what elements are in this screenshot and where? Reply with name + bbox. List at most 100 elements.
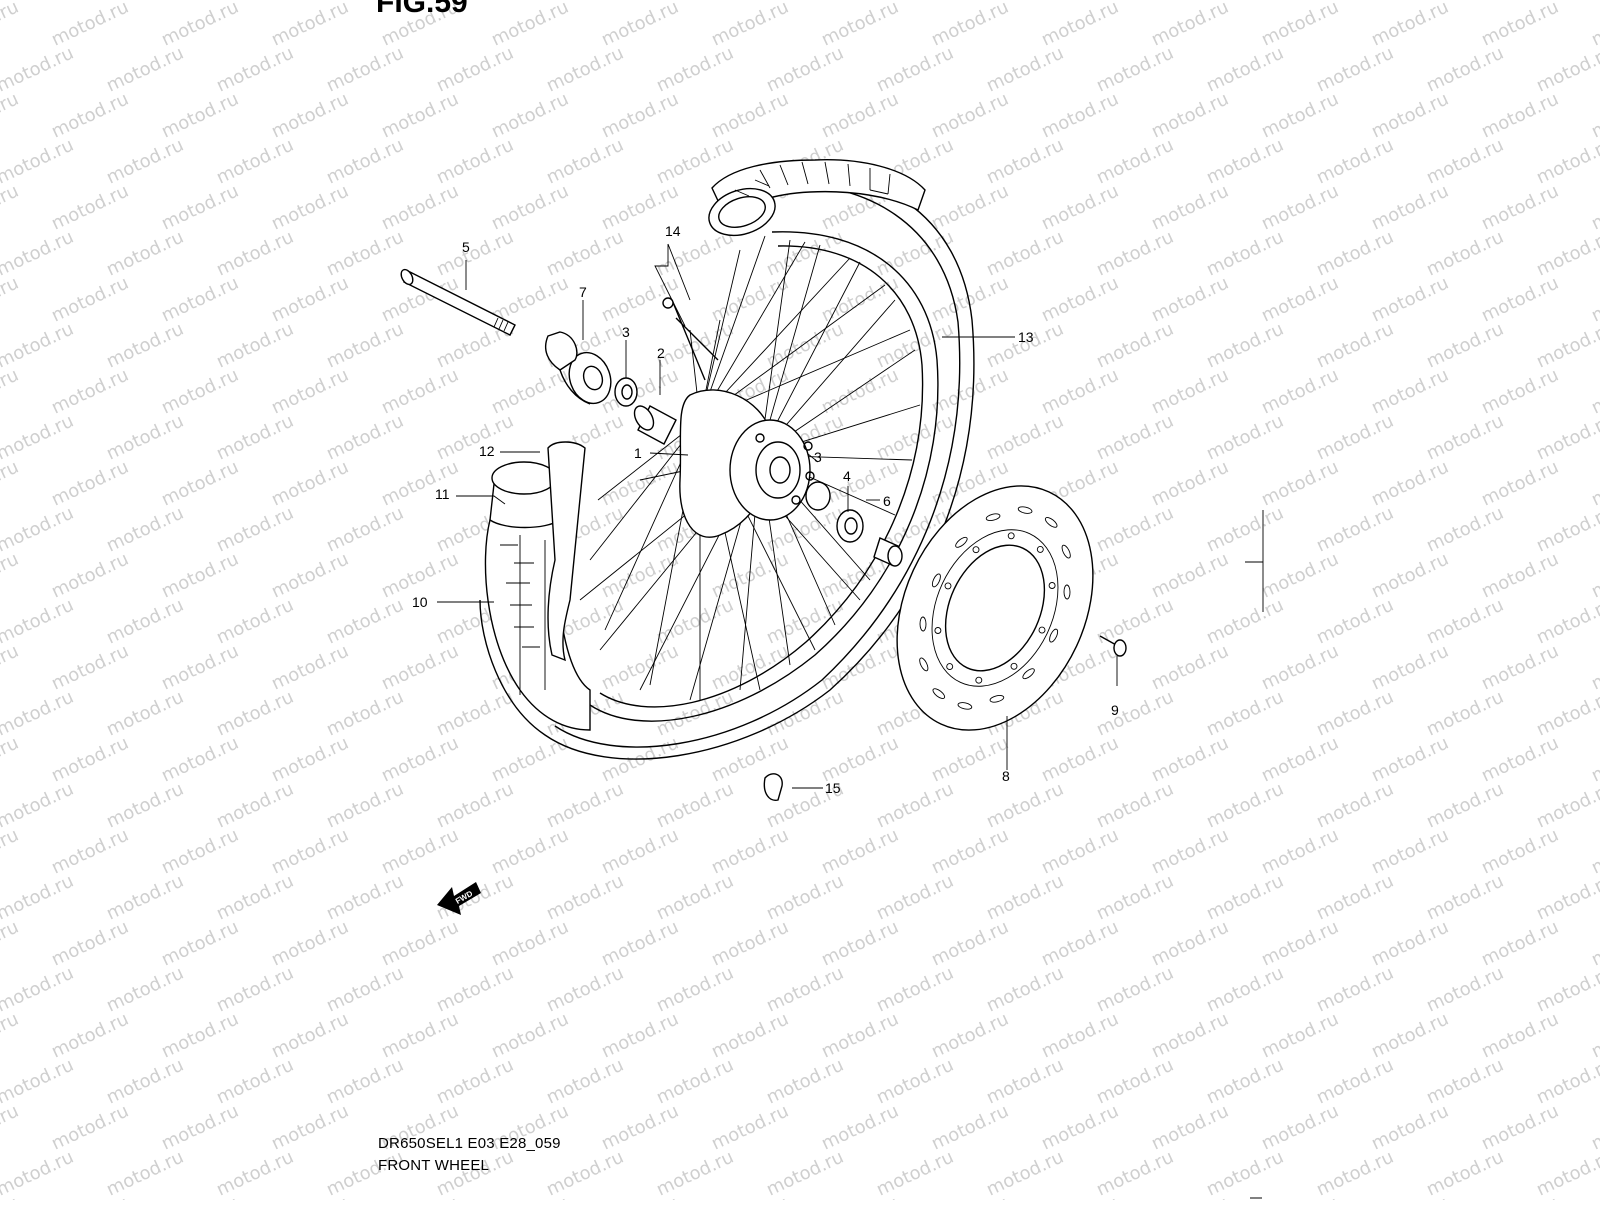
watermark-text: motod.ru — [378, 89, 462, 143]
watermark-text: motod.ru — [983, 135, 1067, 189]
disc-hole — [1036, 545, 1044, 553]
watermark-text: motod.ru — [873, 319, 957, 373]
watermark-text: motod.ru — [103, 595, 187, 649]
watermark-text: motod.ru — [158, 733, 242, 787]
spacer — [633, 405, 677, 445]
watermark-text: motod.ru — [0, 457, 22, 511]
watermark-text: motod.ru — [1203, 871, 1287, 925]
watermark-text: motod.ru — [48, 917, 132, 971]
watermark-text: motod.ru — [598, 457, 682, 511]
watermark-text: motod.ru — [213, 227, 297, 281]
watermark-text: motod.ru — [103, 135, 187, 189]
watermark-text: motod.ru — [48, 1193, 132, 1200]
disc-slot — [1044, 517, 1058, 528]
watermark-text: motod.ru — [433, 963, 517, 1017]
watermark-text: motod.ru — [488, 917, 572, 971]
watermark-text: motod.ru — [1203, 595, 1287, 649]
watermark-text: motod.ru — [543, 135, 627, 189]
watermark-text: motod.ru — [1478, 549, 1562, 603]
watermark-text: motod.ru — [323, 227, 407, 281]
watermark-text: motod.ru — [213, 871, 297, 925]
watermark-text: motod.ru — [928, 1193, 1012, 1200]
watermark-text: motod.ru — [378, 365, 462, 419]
watermark-text: motod.ru — [543, 43, 627, 97]
watermark-text: motod.ru — [873, 1147, 957, 1200]
speedometer-gearbox — [544, 331, 612, 405]
watermark-text: motod.ru — [158, 1193, 242, 1200]
disc-slot — [1061, 544, 1071, 559]
watermark-text: motod.ru — [1423, 43, 1507, 97]
disc-hole — [1010, 662, 1018, 670]
watermark-text: motod.ru — [488, 733, 572, 787]
watermark-text: motod.ru — [598, 0, 682, 51]
watermark-text: motod.ru — [1258, 549, 1342, 603]
watermark-text: motod.ru — [1368, 89, 1452, 143]
watermark-text: motod.ru — [323, 871, 407, 925]
watermark-text: motod.ru — [1203, 1147, 1287, 1200]
watermark-text: motod.ru — [1588, 1101, 1600, 1155]
watermark-text: motod.ru — [0, 917, 22, 971]
watermark-text: motod.ru — [323, 43, 407, 97]
watermark-text: motod.ru — [1368, 1193, 1452, 1200]
watermark-text: motod.ru — [1038, 1009, 1122, 1063]
watermark-text: motod.ru — [598, 1009, 682, 1063]
watermark-text: motod.ru — [983, 963, 1067, 1017]
watermark-text: motod.ru — [0, 89, 22, 143]
figure-title: FIG.59 — [376, 0, 468, 19]
watermark-text: motod.ru — [268, 1009, 352, 1063]
watermark-text: motod.ru — [653, 1147, 737, 1200]
watermark-text: motod.ru — [1148, 273, 1232, 327]
watermark-text: motod.ru — [1478, 641, 1562, 695]
watermark-text: motod.ru — [0, 181, 22, 235]
watermark-text: motod.ru — [1038, 917, 1122, 971]
watermark-text: motod.ru — [1093, 687, 1177, 741]
watermark-text: motod.ru — [653, 963, 737, 1017]
watermark-text: motod.ru — [378, 917, 462, 971]
watermark-text: motod.ru — [1588, 457, 1600, 511]
watermark-text: motod.ru — [1148, 641, 1232, 695]
disc-hole — [1007, 532, 1015, 540]
watermark-text: motod.ru — [928, 181, 1012, 235]
watermark-text: motod.ru — [0, 0, 22, 51]
disc-slot — [919, 657, 929, 672]
watermark-text: motod.ru — [1093, 871, 1177, 925]
wheel-hub — [679, 389, 831, 538]
watermark-text: motod.ru — [378, 457, 462, 511]
watermark-text: motod.ru — [1148, 365, 1232, 419]
watermark-text: motod.ru — [268, 457, 352, 511]
watermark-text: motod.ru — [1148, 1193, 1232, 1200]
watermark-text: motod.ru — [598, 641, 682, 695]
watermark-text: motod.ru — [158, 825, 242, 879]
watermark-text: motod.ru — [763, 595, 847, 649]
watermark-text: motod.ru — [1313, 963, 1397, 1017]
watermark-text: motod.ru — [268, 273, 352, 327]
watermark-text: motod.ru — [1093, 43, 1177, 97]
model-code: DR650SEL1 E03 E28_059 — [378, 1135, 561, 1152]
spoke-detail — [662, 297, 719, 381]
watermark-text: motod.ru — [1423, 1055, 1507, 1109]
watermark-text: motod.ru — [103, 871, 187, 925]
watermark-text: motod.ru — [488, 1009, 572, 1063]
watermark-text: motod.ru — [103, 503, 187, 557]
watermark-text: motod.ru — [763, 871, 847, 925]
watermark-text: motod.ru — [1038, 273, 1122, 327]
watermark-text: motod.ru — [983, 43, 1067, 97]
watermark-text: motod.ru — [433, 411, 517, 465]
watermark-text: motod.ru — [1368, 825, 1452, 879]
watermark-text: motod.ru — [1478, 89, 1562, 143]
brake-disc — [896, 485, 1094, 731]
watermark-text: motod.ru — [1203, 135, 1287, 189]
watermark-text: motod.ru — [1588, 733, 1600, 787]
watermark-text: motod.ru — [1148, 733, 1232, 787]
watermark-text: motod.ru — [1533, 319, 1600, 373]
watermark-text: motod.ru — [488, 0, 572, 51]
watermark-text: motod.ru — [1148, 0, 1232, 51]
callout-3-right: 3 — [814, 449, 822, 465]
watermark-text: motod.ru — [1093, 503, 1177, 557]
watermark-text: motod.ru — [323, 135, 407, 189]
watermark-text: motod.ru — [1313, 779, 1397, 833]
watermark-text: motod.ru — [1148, 1009, 1232, 1063]
watermark-text: motod.ru — [1313, 595, 1397, 649]
callout-6: 6 — [883, 493, 891, 509]
